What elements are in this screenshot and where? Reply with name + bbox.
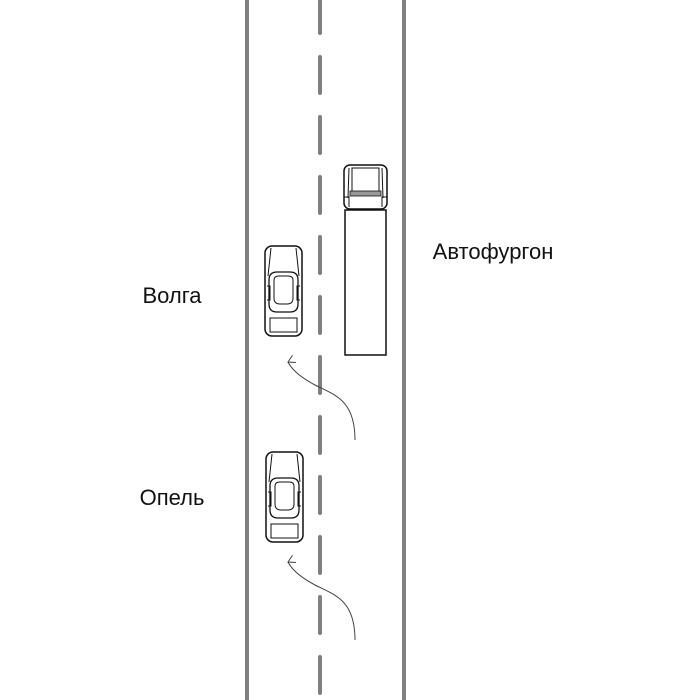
volga-car bbox=[264, 245, 303, 337]
opel-label: Опель bbox=[139, 485, 205, 510]
volga-label: Волга bbox=[142, 283, 202, 308]
opel-car bbox=[265, 451, 304, 543]
truck bbox=[343, 164, 388, 356]
volga-trajectory-arrow bbox=[287, 355, 356, 441]
truck-cab bbox=[343, 164, 388, 210]
truck-label: Автофургон bbox=[432, 239, 554, 264]
truck-cargo-body bbox=[344, 209, 387, 356]
opel-trajectory-arrow bbox=[287, 555, 356, 641]
